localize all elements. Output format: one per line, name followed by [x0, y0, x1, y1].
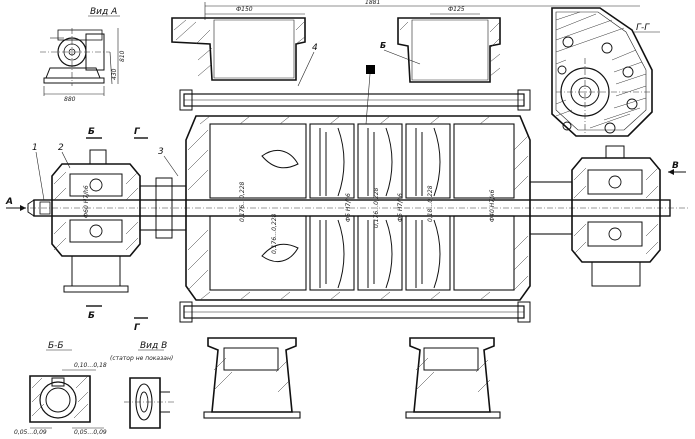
bb-gap-left: 0,05…0,09	[14, 429, 47, 436]
fit-dim-3: 0,176…0,228	[271, 213, 278, 254]
view-a-mid: 430	[111, 68, 118, 80]
marker-g-bottom: Г	[134, 323, 141, 333]
callout-3-label: 3	[158, 147, 164, 157]
marker-b-upper: Б	[380, 41, 386, 50]
marker-b-top: Б	[88, 127, 95, 137]
pump-main-section: Ф150 Ф125	[171, 6, 531, 323]
section-markers: Б Б Г Г Б	[86, 41, 421, 333]
bb-gap-right: 0,05…0,09	[74, 429, 107, 436]
view-a-base: 880	[64, 96, 76, 103]
callout-2-label: 2	[58, 143, 64, 153]
fit-dim-7: 0,18…0,228	[427, 185, 434, 222]
section-g-g: Г-Г	[551, 7, 660, 137]
fit-dim-8: Ф40 Н7/к6	[489, 189, 496, 222]
view-a: Вид А 810 430 880	[40, 7, 126, 103]
discharge-flange-dim: Ф125	[448, 6, 465, 13]
fit-dim-6: Ф5 Н7/h6	[397, 193, 404, 222]
view-v: Вид В (статор не показан)	[110, 341, 176, 429]
marker-square	[366, 65, 375, 74]
left-bearing-housing: 3	[51, 147, 187, 293]
section-b-b: Б-Б 0,10…0,18 0,05…0,09 0,05…0,09	[14, 341, 107, 436]
section-b-b-title: Б-Б	[48, 341, 64, 351]
view-a-arrow-label: А	[5, 197, 13, 207]
pump-feet	[203, 337, 501, 419]
view-v-arrow-label: В	[672, 161, 679, 171]
marker-b-bottom: Б	[88, 311, 95, 321]
view-v-note: (статор не показан)	[110, 355, 173, 362]
fit-dim-5: 0,176…0,228	[373, 187, 380, 228]
bb-gap-top: 0,10…0,18	[74, 362, 107, 369]
section-g-g-title: Г-Г	[636, 23, 650, 33]
callout-4-label: 4	[312, 43, 318, 53]
shaft: А	[5, 197, 690, 217]
fit-dim-4: Ф5 Н7/h6	[345, 193, 352, 222]
callout-1-label: 1	[32, 143, 38, 153]
callouts: 1 2 4	[32, 43, 318, 201]
fit-dim-1: Ф60 Н7/h6	[83, 185, 90, 218]
marker-g-top: Г	[134, 127, 141, 137]
view-a-height: 810	[119, 50, 126, 62]
suction-flange-dim: Ф150	[236, 6, 253, 13]
overall-dimension: 1881	[204, 0, 640, 20]
fit-dimensions: Ф60 Н7/h6 0,176…0,228 0,176…0,228 Ф5 Н7/…	[83, 181, 496, 254]
view-a-title: Вид А	[90, 7, 117, 17]
right-bearing-housing: В	[529, 145, 686, 287]
view-v-title: Вид В	[140, 341, 167, 351]
overall-dimension-label: 1881	[365, 0, 380, 6]
fit-dim-2: 0,176…0,228	[239, 181, 246, 222]
